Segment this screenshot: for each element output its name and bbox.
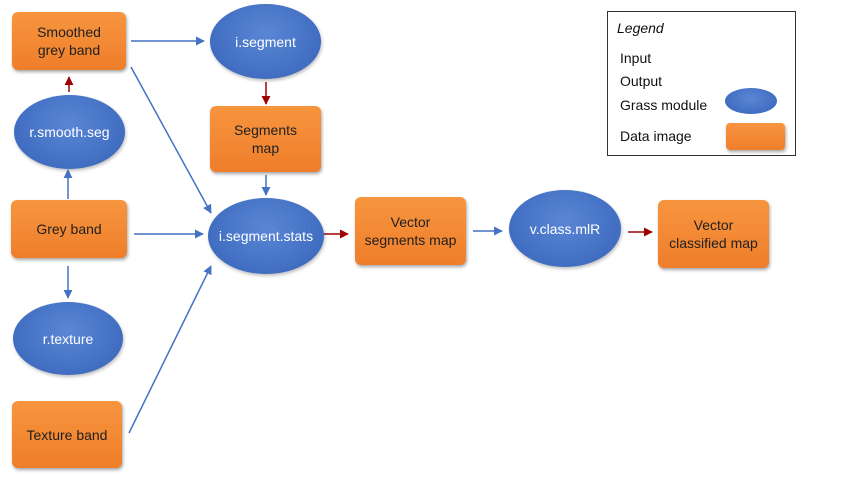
- node-i-segment-stats-label: i.segment.stats: [218, 228, 314, 244]
- node-i-segment-label: i.segment: [235, 33, 296, 50]
- node-smoothed-line1: Smoothed: [37, 24, 101, 40]
- node-smoothed-grey-band: Smoothed grey band: [12, 12, 126, 70]
- node-vector-classified-line2: classified map: [669, 235, 758, 251]
- legend-data-image-swatch: [726, 123, 785, 150]
- legend-data-image-label: Data image: [620, 128, 692, 144]
- arrow-smoothed-to-stats: [130, 66, 212, 214]
- legend-grass-module-swatch: [725, 88, 777, 114]
- node-segments-line1: Segments: [233, 122, 298, 138]
- node-vector-segments-line1: Vector: [390, 214, 431, 230]
- node-r-smooth-seg-label: r.smooth.seg: [29, 124, 110, 140]
- arrow-texture-to-stats: [128, 265, 212, 434]
- node-grey-band: Grey band: [11, 200, 127, 258]
- node-smoothed-line2: grey band: [37, 42, 101, 58]
- node-i-segment-stats: i.segment.stats: [208, 198, 324, 274]
- node-texture-band: Texture band: [12, 401, 122, 468]
- node-vector-classified-line1: Vector: [693, 217, 734, 233]
- node-segments-line2: map: [251, 140, 280, 156]
- node-r-texture-label: r.texture: [42, 330, 94, 347]
- node-r-smooth-seg: r.smooth.seg: [14, 95, 125, 169]
- node-r-texture: r.texture: [13, 302, 123, 375]
- node-vector-classified-map: Vector classified map: [658, 200, 769, 268]
- node-vector-segments-map: Vector segments map: [355, 197, 466, 265]
- node-i-segment: i.segment: [210, 4, 321, 79]
- node-v-class-mlr: v.class.mlR: [509, 190, 621, 267]
- node-grey-band-label: Grey band: [36, 221, 102, 237]
- node-v-class-mlr-label: v.class.mlR: [529, 220, 601, 237]
- node-segments-map: Segments map: [210, 106, 321, 172]
- legend-grass-module-label: Grass module: [620, 97, 708, 113]
- legend-box: Legend Input Output Grass module Data im…: [607, 11, 796, 156]
- legend-output-label: Output: [620, 73, 663, 89]
- legend-title: Legend: [617, 20, 664, 36]
- node-vector-segments-line2: segments map: [364, 232, 457, 248]
- legend-input-label: Input: [620, 50, 652, 66]
- node-texture-band-label: Texture band: [26, 426, 108, 443]
